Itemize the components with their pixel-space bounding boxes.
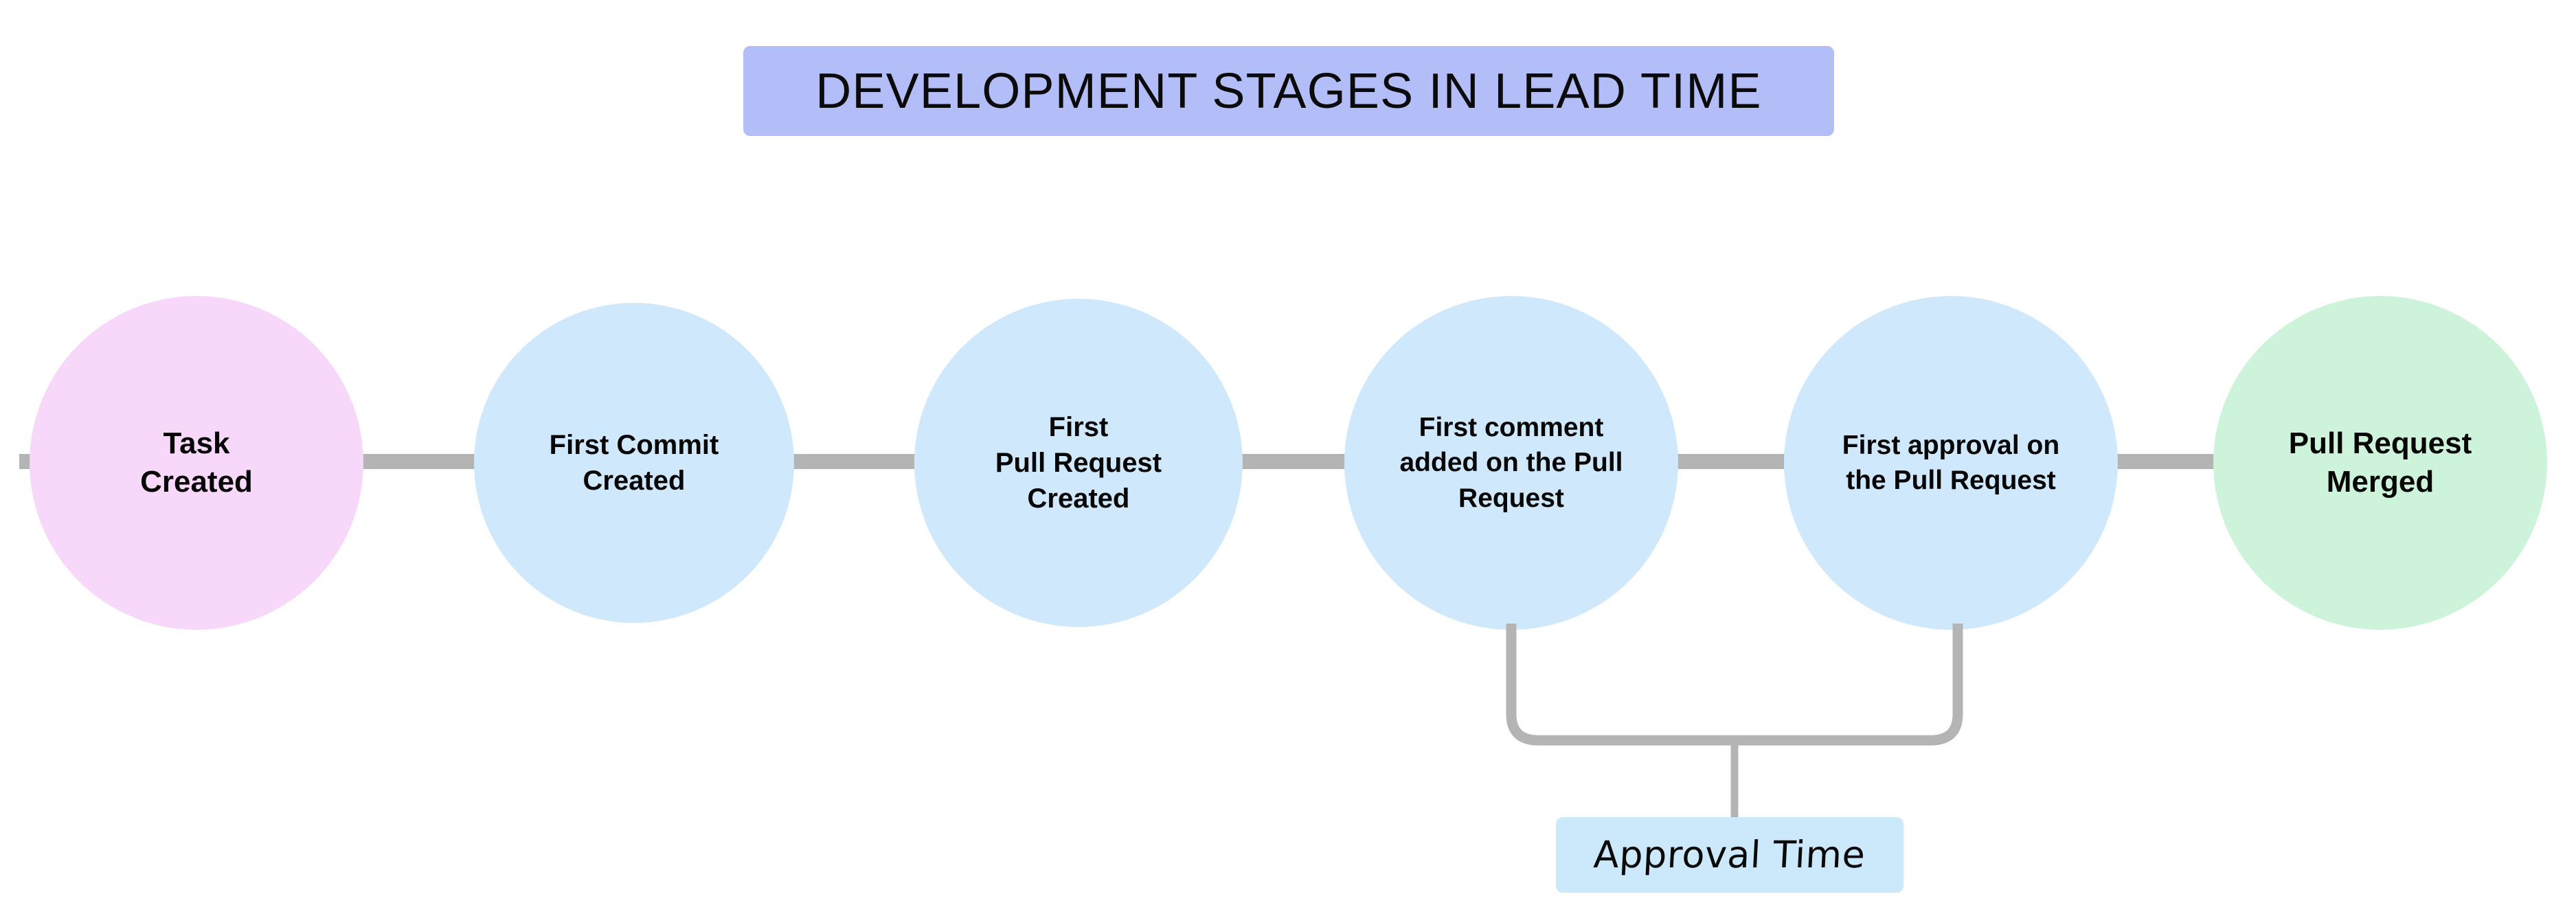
page-title: DEVELOPMENT STAGES IN LEAD TIME: [743, 46, 1834, 136]
node-first-pull-request-created-label: First Pull Request Created: [995, 412, 1162, 514]
node-task-created[interactable]: Task Created: [30, 296, 363, 630]
node-first-approval[interactable]: First approval on the Pull Request: [1784, 296, 2118, 630]
connector-comment-to-approval: [1672, 454, 1792, 469]
connector-pr-to-comment: [1236, 454, 1350, 469]
node-first-commit-created[interactable]: First Commit Created: [474, 303, 794, 623]
connector-commit-to-pr: [789, 454, 923, 469]
node-first-comment-added-label: First comment added on the Pull Request: [1399, 412, 1623, 513]
node-first-approval-label: First approval on the Pull Request: [1842, 430, 2060, 495]
node-first-commit-created-label: First Commit Created: [549, 430, 719, 496]
node-pull-request-merged-label: Pull Request Merged: [2288, 426, 2472, 499]
node-task-created-label: Task Created: [140, 426, 253, 499]
approval-time-bracket: [1506, 624, 1963, 821]
bracket-path: [1506, 624, 1963, 746]
annotation-approval-time[interactable]: Approval Time: [1556, 817, 1903, 893]
page-title-text: DEVELOPMENT STAGES IN LEAD TIME: [815, 63, 1762, 119]
node-pull-request-merged[interactable]: Pull Request Merged: [2213, 296, 2547, 630]
node-first-comment-added[interactable]: First comment added on the Pull Request: [1344, 296, 1678, 630]
connector-approval-to-merged: [2110, 454, 2220, 469]
connector-task-to-commit: [352, 454, 489, 469]
node-first-pull-request-created[interactable]: First Pull Request Created: [914, 299, 1243, 627]
annotation-approval-time-label: Approval Time: [1592, 833, 1867, 876]
